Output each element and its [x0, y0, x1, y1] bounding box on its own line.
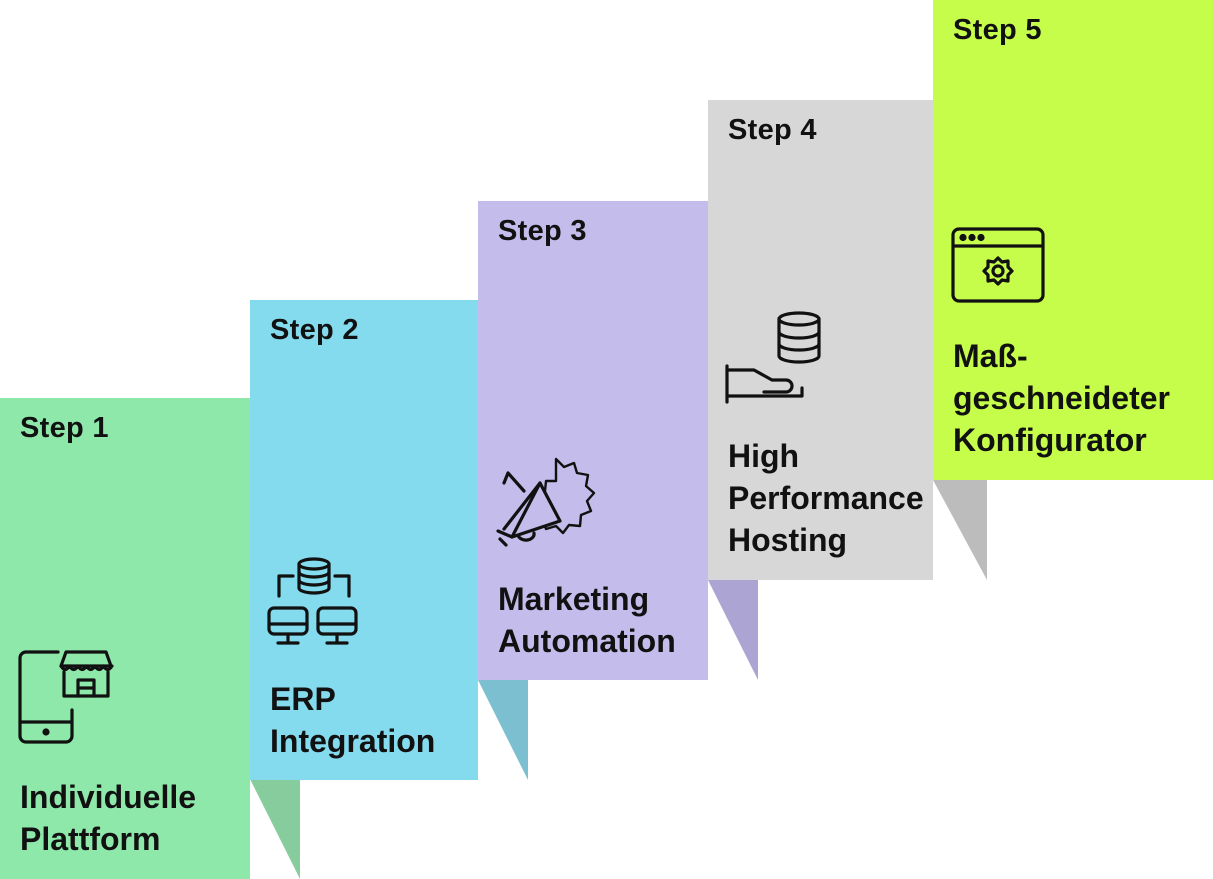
step-3-title: Marketing Automation [498, 578, 676, 662]
step-4-title: High Performance Hosting [728, 435, 924, 561]
fold-shadow-step-3 [708, 580, 758, 680]
step-4-title-line-3: Hosting [728, 522, 848, 558]
step-2-title-line-1: ERP [270, 681, 336, 717]
step-3-title-line-2: Automation [498, 623, 676, 659]
hand-database-icon [724, 310, 824, 408]
step-4-title-line-1: High [728, 438, 800, 474]
step-3-block: Step 3 Marketing Automation [478, 201, 708, 680]
step-5-title-line-2: geschneideter [953, 380, 1170, 416]
database-network-icon [266, 556, 362, 650]
step-2-title-line-2: Integration [270, 723, 436, 759]
step-1-title: Individuelle Plattform [20, 776, 196, 860]
step-5-title: Maß- geschneideter Konfigurator [953, 335, 1170, 461]
step-3-label: Step 3 [498, 215, 587, 247]
step-5-title-line-3: Konfigurator [953, 422, 1147, 458]
fold-shadow-step-2 [478, 680, 528, 780]
step-5-title-line-1: Maß- [953, 338, 1028, 374]
mobile-shop-icon [18, 648, 114, 746]
step-5-label: Step 5 [953, 14, 1042, 46]
step-2-title: ERP Integration [270, 678, 435, 762]
megaphone-badge-icon [494, 453, 598, 549]
step-4-block: Step 4 High Performance Hosting [708, 100, 933, 580]
step-1-block: Step 1 Individuelle Plattform [0, 398, 250, 879]
step-5-block: Step 5 Maß- geschneideter Konfigurator [933, 0, 1213, 480]
step-1-title-line-1: Individuelle [20, 779, 197, 815]
fold-shadow-step-1 [250, 779, 300, 879]
browser-gear-icon [950, 226, 1048, 306]
step-2-block: Step 2 ERP Integration [250, 300, 478, 780]
step-4-label: Step 4 [728, 114, 817, 146]
step-1-label: Step 1 [20, 412, 109, 444]
fold-shadow-step-4 [933, 480, 987, 580]
step-4-title-line-2: Performance [728, 480, 924, 516]
step-3-title-line-1: Marketing [498, 581, 650, 617]
step-2-label: Step 2 [270, 314, 359, 346]
step-1-title-line-2: Plattform [20, 821, 161, 857]
